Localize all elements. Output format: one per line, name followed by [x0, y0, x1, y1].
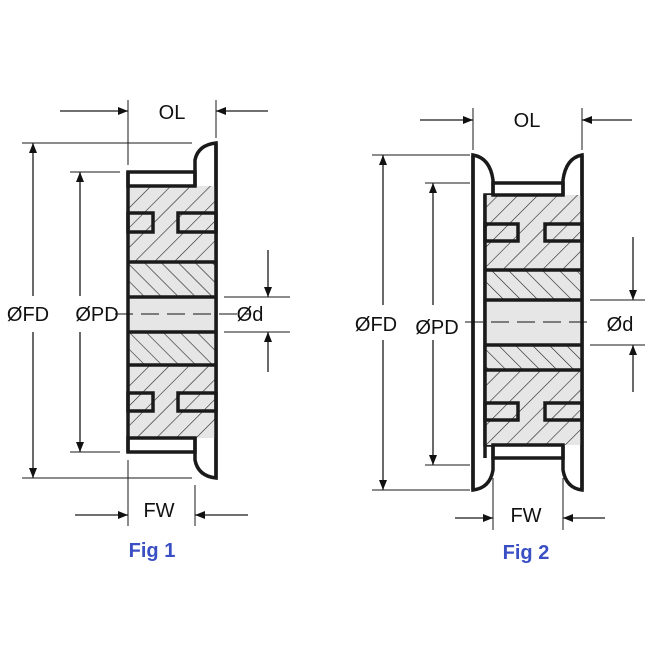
fw-label: FW	[510, 505, 541, 527]
pd-label: ØPD	[75, 304, 118, 326]
figure-caption: Fig 2	[503, 542, 550, 564]
pulley-section-fig1	[115, 141, 250, 480]
bore-label: Ød	[237, 304, 264, 326]
fw-label: FW	[143, 500, 174, 522]
dimension-arrows-fig1	[29, 107, 272, 519]
fd-label: ØFD	[7, 304, 49, 326]
ol-label: OL	[159, 102, 186, 124]
dimension-arrows-fig2	[379, 116, 637, 522]
figure-caption: Fig 1	[129, 540, 176, 562]
figure-1: OL ØFD ØPD Ød FW Fig 1	[7, 100, 290, 562]
extension-lines-fig1	[22, 100, 290, 526]
figure-2: OL ØFD ØPD Ød FW Fig 2	[355, 108, 645, 564]
ol-label: OL	[514, 110, 541, 132]
pd-label: ØPD	[415, 317, 458, 339]
bore-label: Ød	[607, 314, 634, 336]
pulley-section-fig2	[465, 152, 595, 492]
fd-label: ØFD	[355, 314, 397, 336]
